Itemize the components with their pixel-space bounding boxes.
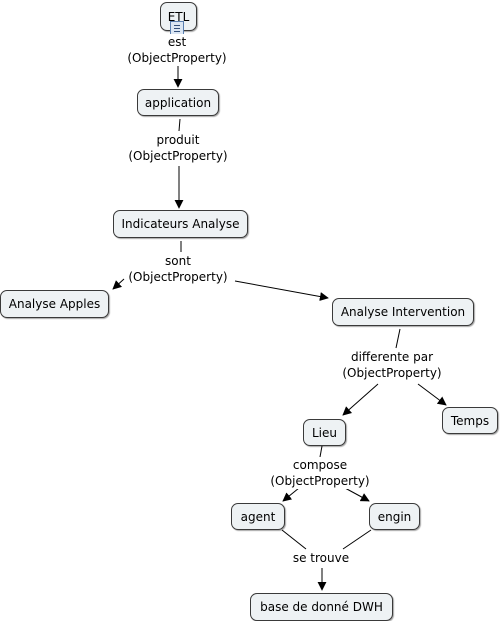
- link-type: (ObjectProperty): [128, 149, 228, 163]
- link-type: (ObjectProperty): [270, 474, 370, 488]
- link-word: compose: [292, 458, 348, 472]
- node-analyse-apples[interactable]: Analyse Apples: [0, 290, 109, 318]
- edge-differente-to-temps: [417, 383, 447, 406]
- edge-compose-to-agent: [282, 487, 300, 502]
- link-label-produit: produit (ObjectProperty): [127, 132, 229, 164]
- link-word: differente par: [350, 350, 434, 364]
- edge-lieu-to-compose: [319, 445, 323, 458]
- link-label-sont: sont (ObjectProperty): [127, 253, 229, 285]
- link-type: (ObjectProperty): [127, 51, 227, 65]
- edge-differente-to-lieu: [342, 383, 379, 416]
- link-word: produit: [156, 133, 200, 147]
- node-base-de-donne-dwh[interactable]: base de donné DWH: [250, 593, 393, 621]
- edge-sont-to-intervention: [234, 280, 329, 301]
- link-word: est: [167, 35, 187, 49]
- node-analyse-intervention[interactable]: Analyse Intervention: [332, 298, 474, 326]
- node-agent[interactable]: agent: [231, 503, 285, 530]
- link-word: se trouve: [292, 551, 350, 565]
- edge-application-to-produit: [178, 118, 181, 132]
- link-type: (ObjectProperty): [342, 366, 442, 380]
- edge-agent-to-setrouve: [281, 529, 307, 550]
- link-type: (ObjectProperty): [128, 270, 228, 284]
- link-label-compose: compose (ObjectProperty): [268, 457, 372, 489]
- edge-compose-to-engin: [344, 487, 370, 502]
- edge-sont-to-apples: [112, 278, 125, 290]
- link-label-se-trouve: se trouve: [289, 550, 353, 566]
- edge-intervention-to-differente: [395, 328, 401, 349]
- node-temps[interactable]: Temps: [442, 407, 498, 434]
- node-engin[interactable]: engin: [369, 503, 420, 530]
- link-label-differente-par: differente par (ObjectProperty): [341, 349, 443, 381]
- node-indicateurs-analyse[interactable]: Indicateurs Analyse: [113, 210, 248, 238]
- link-label-est: est (ObjectProperty): [126, 34, 228, 66]
- link-word: sont: [165, 254, 191, 268]
- edge-engin-to-setrouve: [342, 529, 372, 550]
- node-lieu[interactable]: Lieu: [303, 419, 346, 446]
- node-application[interactable]: application: [137, 89, 219, 116]
